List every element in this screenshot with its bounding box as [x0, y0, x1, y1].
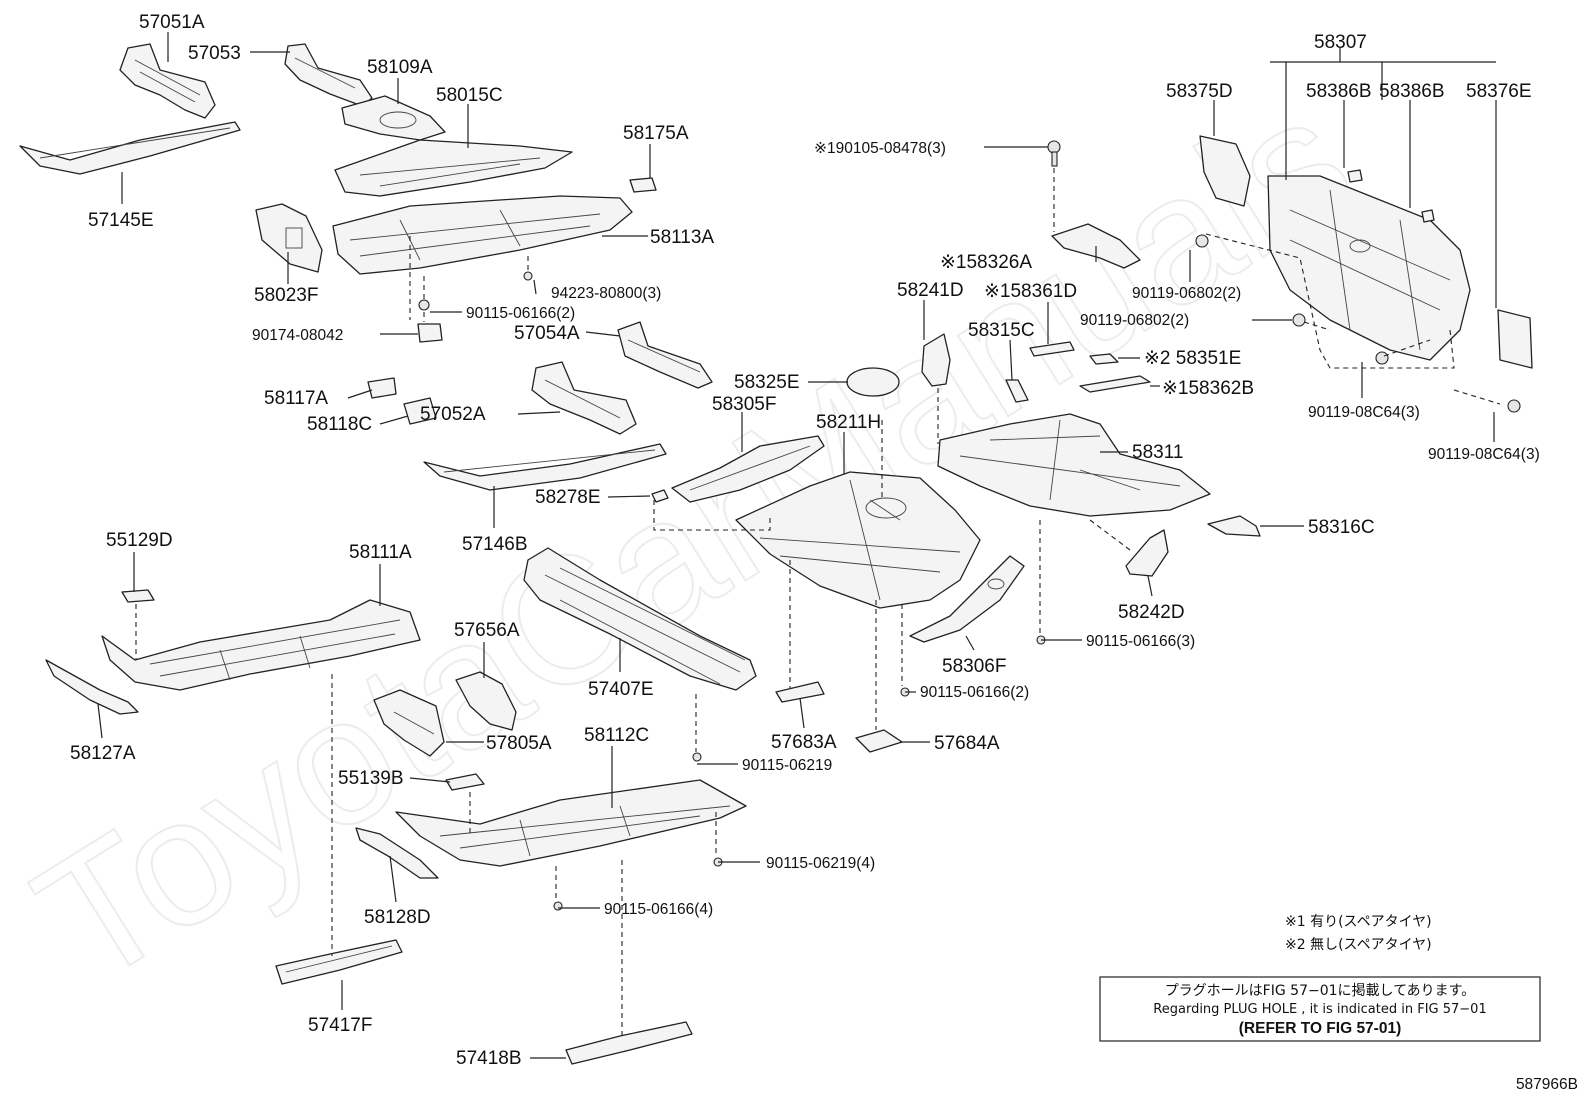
label-58109A: 58109A: [367, 57, 433, 78]
label-58117A: 58117A: [264, 388, 328, 409]
label-58112C: 58112C: [584, 725, 649, 746]
label-57418B: 57418B: [456, 1048, 522, 1069]
part-labels: 57051A 57053 58109A 58015C 57145E 58175A…: [70, 12, 1540, 1069]
label-58307: 58307: [1314, 32, 1367, 53]
label-58375D: 58375D: [1166, 81, 1233, 102]
label-90115-06166-2a: 90115-06166(2): [466, 305, 575, 322]
label-58242D: 58242D: [1118, 602, 1185, 623]
label-58118C: 58118C: [307, 414, 372, 435]
label-58111A: 58111A: [349, 542, 412, 563]
reference-box: プラグホールはFIG 57−01に掲載してあります。 Regarding PLU…: [1099, 976, 1541, 1042]
label-58361D: ※158361D: [984, 281, 1077, 302]
label-58351E: ※2 58351E: [1144, 348, 1241, 369]
label-55129D: 55129D: [106, 530, 173, 551]
label-57684A: 57684A: [934, 733, 1000, 754]
label-90115-06166-4: 90115-06166(4): [604, 901, 713, 918]
label-90174-08042: 90174-08042: [252, 327, 343, 344]
watermark: ToyotaCarManuals: [4, 57, 1383, 1023]
label-58113A: 58113A: [650, 227, 714, 248]
label-57052A: 57052A: [420, 404, 486, 425]
label-58305F: 58305F: [712, 394, 776, 415]
label-57656A: 57656A: [454, 620, 520, 641]
label-57805A: 57805A: [486, 733, 552, 754]
note-with-spare-tire: ※1 有り(スペアタイヤ): [1285, 914, 1432, 930]
label-55139B: 55139B: [338, 768, 404, 789]
label-57146B: 57146B: [462, 534, 528, 555]
label-58311: 58311: [1132, 442, 1183, 463]
label-58211H: 58211H: [816, 412, 881, 433]
label-58386B-1: 58386B: [1306, 81, 1372, 102]
label-58306F: 58306F: [942, 656, 1006, 677]
label-58315C: 58315C: [968, 320, 1035, 341]
label-90105-08478: ※190105-08478(3): [814, 140, 946, 157]
label-57417F: 57417F: [308, 1015, 372, 1036]
label-57054A: 57054A: [514, 323, 580, 344]
label-57051A: 57051A: [139, 12, 205, 33]
label-58128D: 58128D: [364, 907, 431, 928]
label-58175A: 58175A: [623, 123, 689, 144]
label-90115-06219: 90115-06219: [742, 757, 832, 774]
label-58015C: 58015C: [436, 85, 503, 106]
label-94223-80800: 94223-80800(3): [551, 285, 661, 302]
label-57145E: 57145E: [88, 210, 154, 231]
label-58278E: 58278E: [535, 487, 601, 508]
label-58386B-2: 58386B: [1379, 81, 1445, 102]
label-90115-06166-3: 90115-06166(3): [1086, 633, 1195, 650]
legend-notes: ※1 有り(スペアタイヤ) ※2 無し(スペアタイヤ): [1285, 914, 1432, 953]
reference-note-jp: プラグホールはFIG 57−01に掲載してあります。: [1165, 983, 1476, 999]
label-90119-08C64-3a: 90119-08C64(3): [1308, 404, 1420, 421]
label-57407E: 57407E: [588, 679, 654, 700]
label-90119-08C64-3b: 90119-08C64(3): [1428, 446, 1540, 463]
label-58376E: 58376E: [1466, 81, 1532, 102]
label-58325E: 58325E: [734, 372, 800, 393]
label-90115-06219-4: 90115-06219(4): [766, 855, 875, 872]
label-90115-06166-2b: 90115-06166(2): [920, 684, 1029, 701]
label-90119-06802-2a: 90119-06802(2): [1132, 285, 1241, 302]
label-90119-06802-2b: 90119-06802(2): [1080, 312, 1189, 329]
label-58362B: ※158362B: [1162, 378, 1254, 399]
label-58127A: 58127A: [70, 743, 136, 764]
reference-note-en: Regarding PLUG HOLE , it is indicated in…: [1153, 1002, 1486, 1017]
leader-lines: [97, 32, 1501, 1059]
label-57053: 57053: [188, 43, 241, 64]
label-58326A: ※158326A: [940, 252, 1032, 273]
label-58316C: 58316C: [1308, 517, 1375, 538]
figure-code: 587966B: [1516, 1076, 1578, 1093]
label-57683A: 57683A: [771, 732, 837, 753]
label-58241D: 58241D: [897, 280, 964, 301]
reference-note-fig: (REFER TO FIG 57-01): [1239, 1020, 1402, 1037]
label-58023F: 58023F: [254, 285, 318, 306]
note-without-spare-tire: ※2 無し(スペアタイヤ): [1285, 937, 1432, 953]
